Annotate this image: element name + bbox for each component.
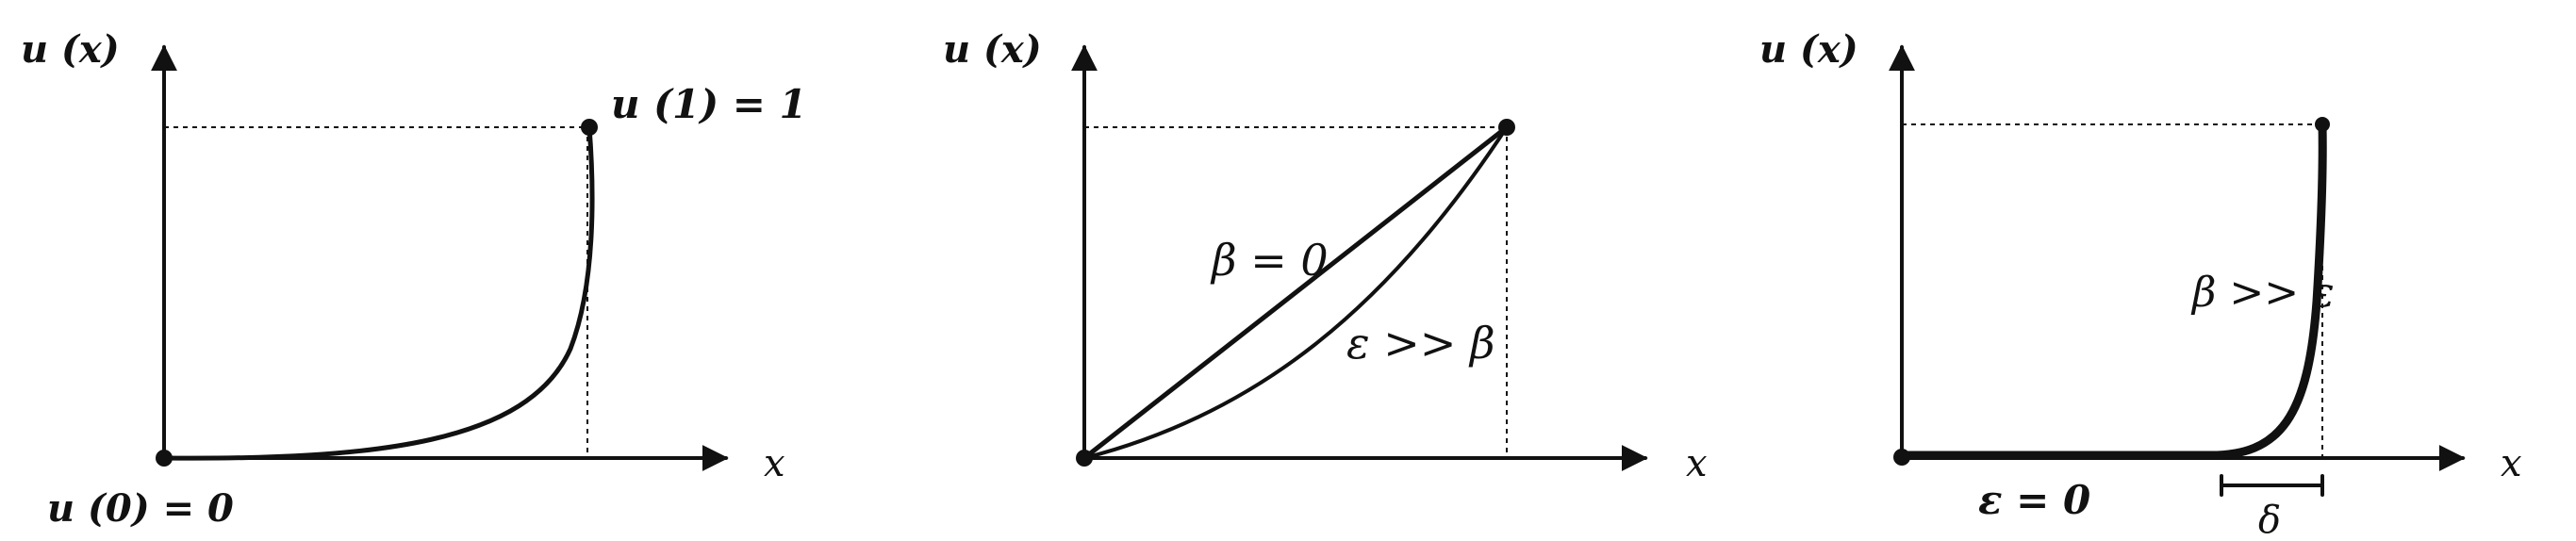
panel-2-label-eps-gg-beta: ε >> β (1346, 318, 1495, 369)
panel-2-start-point (1076, 450, 1093, 467)
panel-1-x-axis-label: x (764, 442, 785, 485)
panel-2-x-axis-label: x (1686, 442, 1708, 485)
panel-1-endpoint-bottom-label: u (0) = 0 (47, 486, 234, 531)
panel-3-start-point (1893, 449, 1910, 466)
panel-1-endpoint-top-label: u (1) = 1 (611, 81, 807, 127)
panel-1: u (x) x u (1) = 1 u (0) = 0 (21, 27, 807, 531)
panel-3-delta-label: δ (2258, 499, 2281, 541)
panel-3-label-beta-gg-eps: β >> ε (2190, 269, 2335, 317)
panel-3-x-axis-label: x (2501, 442, 2522, 485)
panel-2: u (x) x β = 0 ε >> β (943, 27, 1708, 485)
panel-2-linear-curve (1082, 124, 1510, 461)
panel-3-step-curve (1897, 120, 2327, 460)
panel-2-end-point (1498, 119, 1515, 136)
panel-3-y-axis-label: u (x) (1759, 27, 1858, 72)
panel-2-y-axis-label: u (x) (943, 27, 1042, 72)
panel-2-label-beta-zero: β = 0 (1210, 235, 1329, 286)
panel-1-boundary-layer-curve (161, 124, 595, 461)
panel-3-label-eps-zero: ε = 0 (1978, 477, 2090, 523)
panel-1-end-point (581, 119, 598, 136)
panel-3-end-point (2315, 117, 2330, 132)
panel-1-y-axis-label: u (x) (21, 27, 120, 72)
panel-2-convex-curve (1082, 125, 1509, 460)
panel-1-start-point (156, 450, 173, 467)
panel-3: u (x) x β >> ε ε = 0 δ (1759, 27, 2522, 541)
